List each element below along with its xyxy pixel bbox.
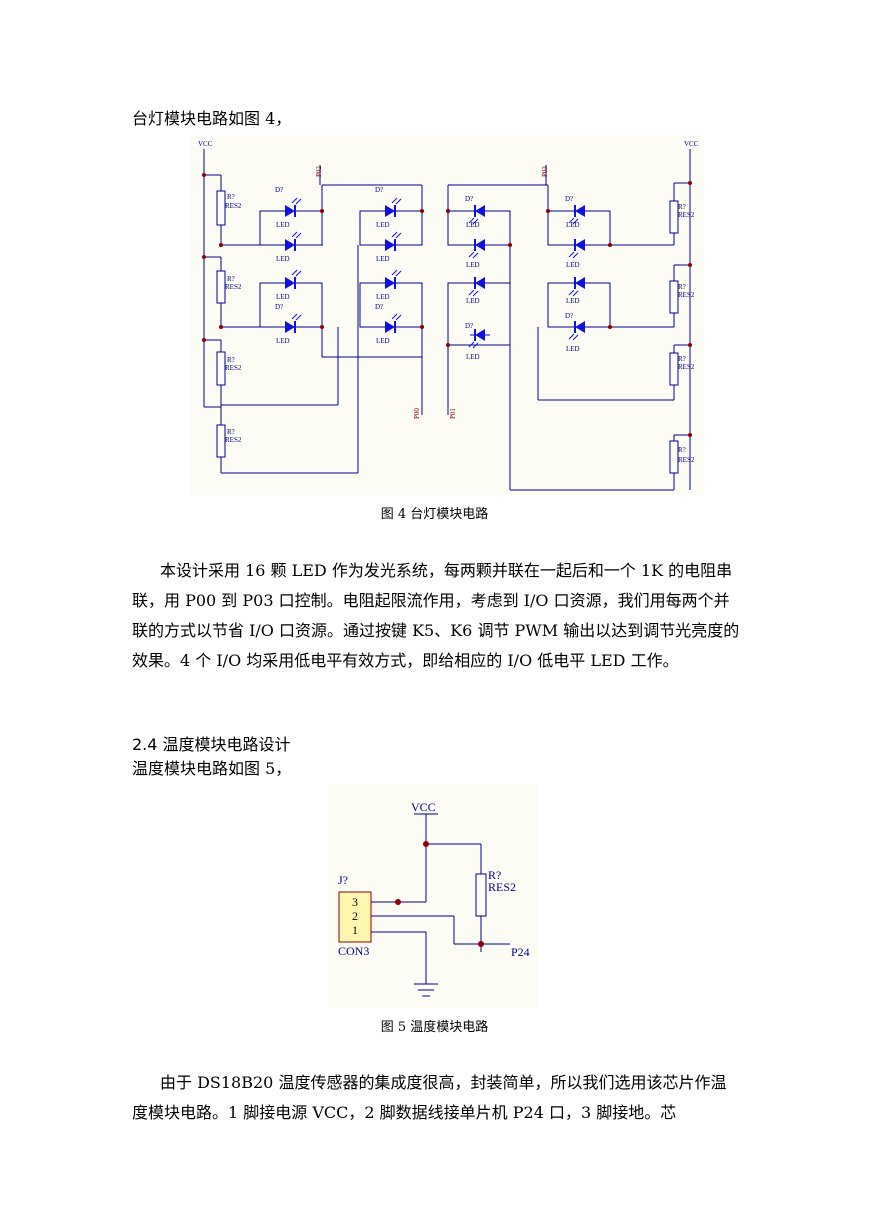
led-ref-label: D?	[375, 186, 383, 194]
res-val-label: RES2	[225, 283, 242, 291]
res-val-label: RES2	[678, 291, 695, 299]
led-ref-label: D?	[375, 303, 383, 311]
res-val-label: RES2	[678, 211, 695, 219]
port-p03-label: P03	[541, 166, 549, 177]
intro-fig5: 温度模块电路如图 5，	[132, 759, 292, 778]
res-val-label: RES2	[678, 363, 695, 371]
res-val-label: RES2	[225, 202, 242, 210]
pin2-label: 2	[352, 909, 358, 923]
paragraph-1: 本设计采用 16 颗 LED 作为发光系统，每两颗并联在一起后和一个 1K 的电…	[132, 561, 740, 670]
led-val-label: LED	[566, 221, 580, 229]
vcc-left-label: VCC	[198, 140, 213, 148]
figure-4-caption: 图 4 台灯模块电路	[380, 507, 489, 522]
led-val-label: LED	[276, 221, 290, 229]
res-ref-label: R?	[678, 203, 686, 211]
res-val-label: RES2	[225, 364, 242, 372]
res-val-label: RES2	[488, 880, 516, 894]
res-val-label: RES2	[678, 456, 695, 464]
led-val-label: LED	[566, 261, 580, 269]
led-val-label: LED	[566, 297, 580, 305]
led-val-label: LED	[376, 337, 390, 345]
port-p00-label: P00	[413, 408, 421, 419]
res-val-label: RES2	[225, 436, 242, 444]
port-p01-label: P01	[449, 408, 457, 419]
led-val-label: LED	[376, 221, 390, 229]
pin3-label: 3	[352, 895, 358, 909]
led-ref-label: D?	[275, 303, 283, 311]
figure-5-caption: 图 5 温度模块电路	[380, 1020, 489, 1035]
led-ref-label: D?	[565, 195, 573, 203]
led-val-label: LED	[466, 261, 480, 269]
conn-ref-label: J?	[338, 873, 348, 887]
led-val-label: LED	[276, 255, 290, 263]
res-ref-label: R?	[678, 355, 686, 363]
res-ref-label: R?	[678, 283, 686, 291]
led-val-label: LED	[466, 353, 480, 361]
res-ref-label: R?	[488, 868, 501, 882]
led-val-label: LED	[376, 293, 390, 301]
led-val-label: LED	[466, 297, 480, 305]
led-val-label: LED	[276, 337, 290, 345]
res-ref-label: R?	[227, 356, 235, 364]
led-val-label: LED	[376, 255, 390, 263]
led-ref-label: D?	[465, 195, 473, 203]
vcc-label: VCC	[411, 800, 436, 814]
led-ref-label: D?	[275, 186, 283, 194]
led-val-label: LED	[276, 293, 290, 301]
figure-4-circuit: VCC VCC R? RES2 R? RES2 R? RES2 R? RES2 …	[190, 135, 704, 495]
paragraph-2: 由于 DS18B20 温度传感器的集成度很高，封装简单，所以我们选用该芯片作温度…	[132, 1073, 727, 1122]
led-ref-label: D?	[465, 322, 473, 330]
port-p02-label: P02	[315, 166, 323, 177]
res-ref-label: R?	[227, 193, 235, 201]
section-heading: 2.4 温度模块电路设计	[132, 735, 291, 754]
res-ref-label: R?	[227, 275, 235, 283]
led-val-label: LED	[466, 221, 480, 229]
conn-val-label: CON3	[338, 944, 369, 958]
pin1-label: 1	[352, 923, 358, 937]
intro-fig4: 台灯模块电路如图 4，	[132, 109, 292, 128]
res-ref-label: R?	[227, 428, 235, 436]
figure-5-circuit: VCC R? RES2 J? CON3 3 2 1 P24	[328, 784, 538, 1008]
res-ref-label: R?	[678, 446, 686, 454]
led-val-label: LED	[566, 345, 580, 353]
led-ref-label: D?	[565, 312, 573, 320]
net-p24-label: P24	[511, 945, 530, 959]
vcc-right-label: VCC	[684, 140, 699, 148]
